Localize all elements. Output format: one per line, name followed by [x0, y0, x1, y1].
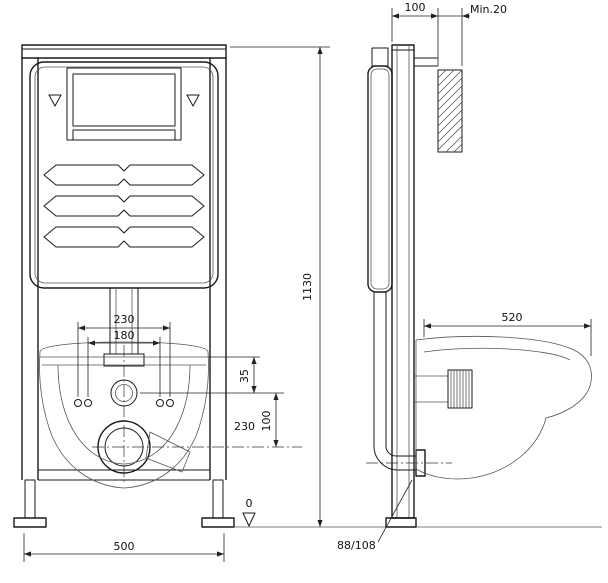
dim-min20: Min.20: [438, 3, 507, 66]
cistern-body: [29, 61, 219, 289]
access-panel-inner: [72, 73, 176, 127]
dim-depth-100: 100: [391, 1, 439, 66]
bowl-inner-curve: [57, 364, 191, 465]
side-base-plate: [385, 517, 417, 528]
wall-section-hatch: [437, 69, 463, 153]
access-panel-strip: [72, 129, 176, 141]
cistern-side-inner: [370, 68, 390, 290]
cistern: [29, 61, 219, 289]
cistern-inner-outline: [34, 66, 214, 284]
dim-500: 500: [23, 533, 225, 562]
dim-depth-100-label: 100: [405, 1, 426, 14]
dim-fixing-180: 180: [87, 329, 161, 397]
fixing-hole-inner-left: [84, 399, 92, 407]
cistern-ribbon-1: [43, 164, 205, 186]
datum-triangle: [242, 512, 256, 527]
bowl-side-outline: [415, 336, 592, 480]
toilet-bowl-outline: [39, 341, 209, 489]
foot-left: [24, 479, 36, 519]
dim-230-label: 230: [114, 313, 135, 326]
outlet-height-note: 230: [234, 420, 255, 433]
bowl-outer-rim: [39, 341, 209, 489]
bowl-outlet-spout: [145, 431, 191, 473]
mounting-frame: [13, 44, 235, 528]
side-view: 100 Min.20 520 88/108: [337, 1, 592, 552]
water-level-mark-right: [186, 94, 200, 107]
dim-100-front-label: 100: [260, 411, 273, 432]
dim-88-108-leader: [377, 479, 413, 543]
side-frame-column: [385, 44, 438, 528]
dim-100-front: 100: [260, 393, 279, 447]
dim-88-108: 88/108: [337, 479, 413, 552]
cistern-side: [367, 47, 393, 293]
cistern-ribbon-2: [43, 195, 205, 217]
fixing-hole-outer-left: [74, 399, 82, 407]
bowl-side-rim-line: [423, 347, 571, 361]
dim-520: 520: [423, 311, 592, 356]
access-panel-outer: [66, 67, 182, 141]
flush-pipe-assembly: [74, 288, 302, 483]
dim-1130: 1130: [230, 46, 330, 527]
soil-bend-outer: [373, 292, 416, 471]
dim-35-label: 35: [238, 369, 251, 383]
bowl-side-outer: [415, 336, 592, 480]
water-level-mark-left: [48, 94, 62, 107]
fill-valve-housing: [371, 47, 389, 67]
fixing-hole-outer-right: [166, 399, 174, 407]
foot-right: [212, 479, 224, 519]
side-frame-outline: [391, 44, 415, 519]
dim-88-108-label: 88/108: [337, 539, 376, 552]
soil-bend-inner: [385, 292, 416, 457]
dim-min20-label: Min.20: [470, 3, 507, 16]
datum-zero: 0: [242, 497, 256, 527]
cistern-side-outline: [367, 65, 393, 293]
dim-500-label: 500: [114, 540, 135, 553]
datum-zero-label: 0: [246, 497, 253, 510]
dim-1130-label: 1130: [301, 273, 314, 301]
fixing-hole-inner-right: [156, 399, 164, 407]
dim-35: 35: [140, 356, 284, 394]
base-plate-left: [13, 517, 47, 528]
dim-180-label: 180: [114, 329, 135, 342]
front-view: 230 180 35 100 230: [13, 44, 602, 562]
dim-520-label: 520: [502, 311, 523, 324]
dim-fixing-230: 230: [77, 313, 171, 397]
base-plate-right: [201, 517, 235, 528]
cistern-ribbon-3: [43, 226, 205, 248]
frame-top-crossbar: [21, 44, 227, 59]
flush-connector: [414, 369, 473, 409]
